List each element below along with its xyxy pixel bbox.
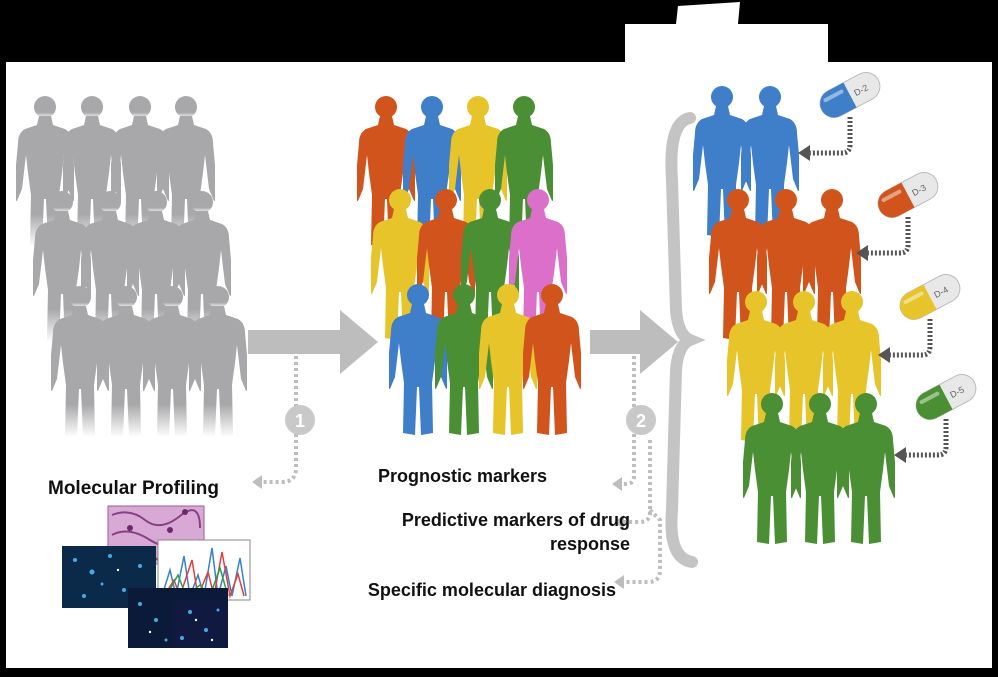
drug-capsules: D-2D-3D-4D-5 [819,72,977,420]
step-1-badge: 1 [285,405,315,435]
flow-arrow-2 [590,310,678,374]
capsule-connector [868,217,911,256]
capsule-connector-arrowhead [878,347,890,363]
step-1-number: 1 [295,411,305,431]
capsule-connector [906,419,949,458]
molecular-profiling-images [62,505,251,648]
molecular-profiling-label: Molecular Profiling [48,478,220,499]
flow-arrow-1 [248,310,378,374]
step-1-connector [262,356,298,484]
capsule-connectors [798,117,949,463]
capsule-icon: D-3 [877,172,939,218]
capsule-connector [890,319,933,358]
capsule-connector-arrowhead [856,245,868,261]
capsule-connector [810,117,853,156]
step-2-number: 2 [636,411,646,431]
capsule-icon: D-4 [899,274,961,320]
step-2-badge: 2 [626,405,656,435]
step-1-arrowhead [252,475,262,489]
prognostic-markers-label: Prognostic markers [378,466,548,486]
capsule-icon: D-2 [819,72,881,118]
stratification-bracket [665,112,706,568]
specific-diagnosis-label: Specific molecular diagnosis [367,580,616,600]
step-2-arrowheads [612,477,624,589]
predictive-markers-label: Predictive markers of drug response [401,510,630,554]
step-2-connector [620,356,662,584]
microscopy-image-icon [62,546,228,648]
capsule-icon: D-5 [915,374,977,420]
capsule-connector-arrowhead [894,447,906,463]
capsule-connector-arrowhead [798,145,810,161]
